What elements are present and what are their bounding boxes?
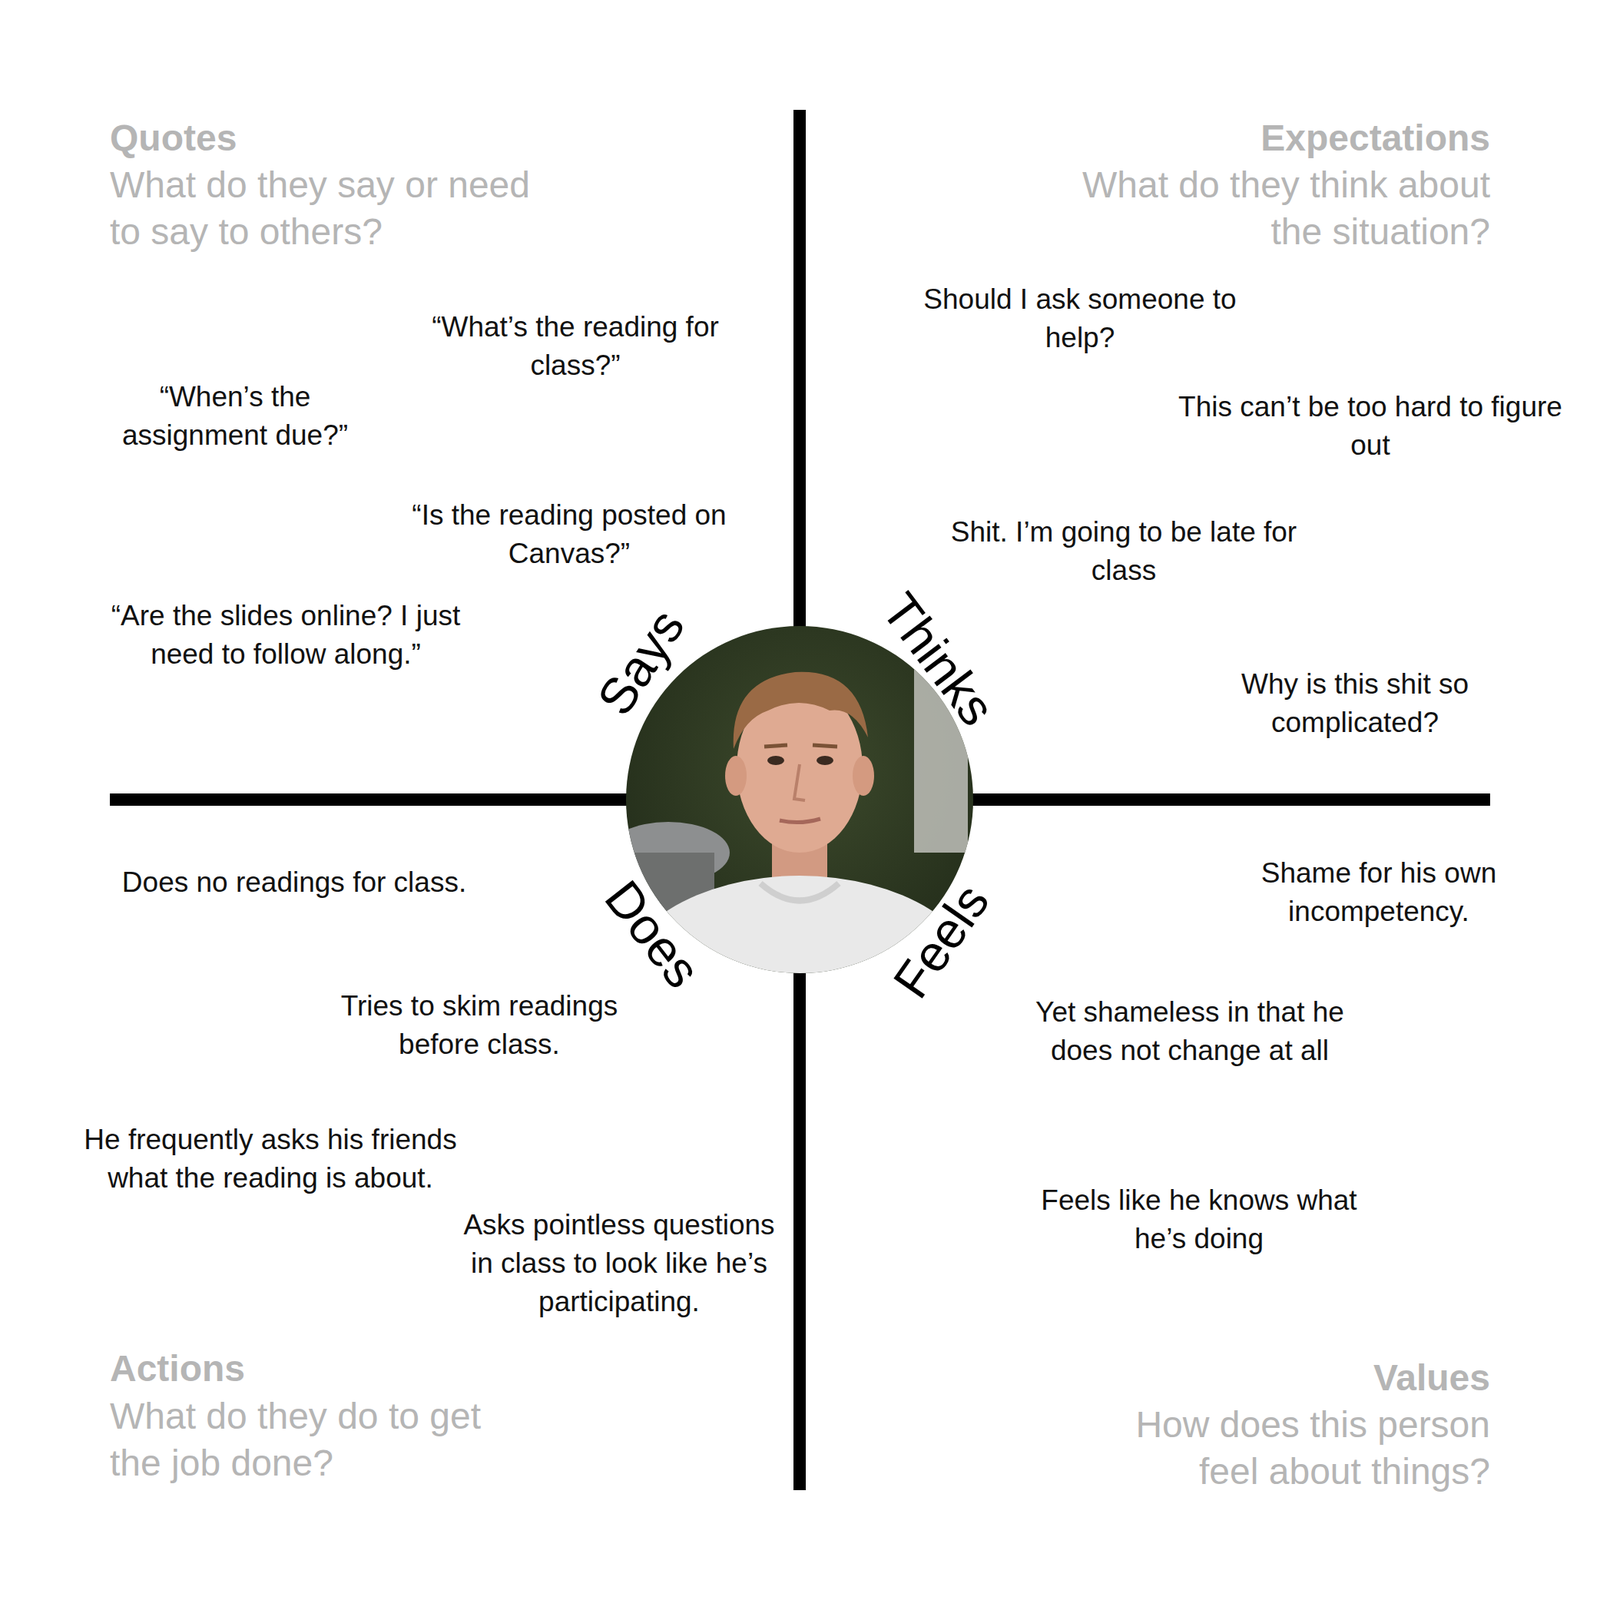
feels-note: Feels like he knows what he’s doing: [1037, 1181, 1361, 1259]
thinks-note: Shit. I’m going to be late for class: [931, 513, 1316, 590]
says-quote: “What’s the reading for class?”: [414, 308, 737, 385]
section-description: How does this person feel about things?: [1106, 1401, 1491, 1495]
says-quote: “Are the slides online? I just need to f…: [105, 596, 467, 674]
does-note: Tries to skim readings before class.: [302, 987, 656, 1064]
thinks-note: Should I ask someone to help?: [887, 280, 1273, 358]
does-note: Asks pointless questions in class to loo…: [461, 1205, 777, 1322]
quadrant-label: Thinks: [871, 583, 1006, 736]
section-description: What do they do to get the job done?: [109, 1392, 517, 1487]
axis-line: [793, 109, 806, 1491]
does-note: Does no readings for class.: [71, 863, 517, 902]
feels-note: Yet shameless in that he does not change…: [1013, 993, 1367, 1070]
section-heading: Quotes: [109, 114, 540, 162]
section-heading: Values: [1106, 1354, 1491, 1402]
section-description: What do they think about the situation?: [1052, 161, 1491, 256]
quadrant-label: Does: [594, 870, 712, 998]
section-heading: Actions: [109, 1344, 517, 1392]
section-description: What do they say or need to say to other…: [109, 161, 540, 256]
says-quote: “Is the reading posted on Canvas?”: [384, 496, 754, 574]
quadrant-label: Feels: [882, 874, 1000, 1008]
says-quote: “When’s the assignment due?”: [96, 377, 374, 455]
feels-note: Shame for his own incompetency.: [1217, 854, 1541, 931]
thinks-note: This can’t be too hard to figure out: [1178, 387, 1563, 465]
thinks-note: Why is this shit so complicated?: [1201, 665, 1509, 743]
section-heading: Expectations: [1052, 114, 1491, 162]
does-note: He frequently asks his friends what the …: [78, 1120, 463, 1198]
quadrant-label: Says: [586, 599, 695, 725]
